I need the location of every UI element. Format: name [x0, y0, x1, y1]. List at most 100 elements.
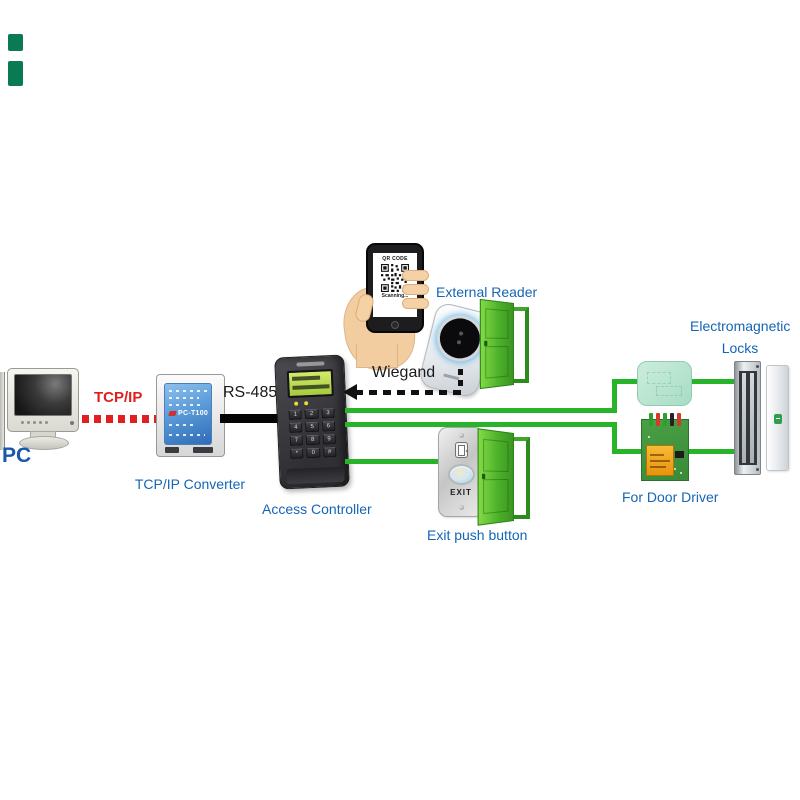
wiegand-arrowhead [343, 384, 357, 400]
controller-led [304, 401, 309, 406]
lcd-text-line [292, 384, 330, 390]
pcb-wire [663, 413, 667, 426]
door-panel [485, 346, 509, 379]
converter-led-row [169, 424, 195, 426]
relay [646, 445, 674, 476]
door-leaf [477, 428, 514, 526]
pcb-pad [680, 472, 682, 474]
keypad-key: 2 [304, 408, 319, 420]
access-controller-device: 1 2 3 4 5 6 7 8 9 * 0 # [274, 354, 350, 490]
exit-plate-text: EXIT [450, 488, 472, 497]
controller-led [294, 401, 299, 406]
lock-magnet-face [739, 371, 757, 465]
lock-interface-module [637, 361, 692, 406]
phone-home-button [391, 321, 399, 329]
reader-brand [443, 373, 460, 381]
pcb-wire [656, 413, 660, 426]
wire-jog-up [612, 379, 617, 413]
wire-controller-to-lock-top [345, 408, 615, 413]
external-reader-label: External Reader [436, 284, 538, 300]
reader-sensor-ring [435, 314, 485, 363]
door-panel [483, 438, 509, 472]
reader-led [458, 331, 464, 336]
pcb-wire [649, 413, 653, 426]
tcpip-dashed-line [82, 415, 156, 423]
monitor-screen [14, 374, 72, 416]
controller-lower-cover [286, 466, 345, 485]
wiegand-dashed-line-vertical [458, 369, 463, 391]
keypad-key: 0 [306, 447, 321, 459]
pcb-wire [670, 413, 674, 426]
pcb-component [675, 451, 684, 458]
qr-scanning-status: Scanning... [381, 293, 409, 299]
door-handle [481, 473, 486, 479]
controller-brand [296, 361, 325, 367]
exit-button-label: Exit push button [427, 527, 528, 543]
qr-screen-title: QR CODE [382, 256, 408, 262]
controller-lcd [286, 369, 334, 399]
tcpip-converter-device: PC-T100 [156, 374, 225, 457]
keypad-key: 3 [321, 408, 335, 419]
door-driver-pcb [641, 413, 689, 481]
electromagnetic-lock [734, 361, 761, 475]
finger [402, 298, 429, 309]
pcb-wire [677, 413, 681, 426]
rs485-cable [220, 414, 282, 423]
wire-teal-to-lock [691, 379, 735, 384]
exit-button-pad [448, 464, 475, 485]
finger [402, 270, 429, 281]
keypad-key: 6 [321, 420, 336, 432]
wire-controller-to-exit-button [345, 459, 440, 464]
screw [756, 468, 759, 471]
monitor-vents [21, 421, 48, 424]
wire-to-pcb [615, 449, 642, 454]
pcb-pad [674, 468, 676, 470]
em-locks-label-line1: Electromagnetic [690, 318, 791, 334]
converter-front-panel: PC-T100 [164, 383, 212, 445]
magnet-strip [750, 373, 754, 463]
door-panel [483, 479, 509, 515]
door-driver-label: For Door Driver [622, 489, 719, 505]
wiegand-dashed-line [355, 390, 462, 395]
screw [756, 365, 759, 368]
em-locks-label-line2: Locks [721, 340, 759, 356]
finger [402, 284, 429, 295]
pcb-pad [648, 436, 650, 438]
pc-monitor [7, 368, 79, 432]
armature-logo [774, 414, 782, 424]
module-trace [647, 372, 671, 384]
converter-logo-icon [168, 411, 177, 416]
module-trace [656, 386, 682, 396]
pc-label: PC [2, 444, 32, 467]
converter-model-text: PC-T100 [178, 410, 209, 417]
door-icon [455, 442, 468, 458]
keypad-key: 1 [288, 409, 303, 421]
armature-plate [766, 365, 789, 471]
controller-keypad: 1 2 3 4 5 6 7 8 9 * 0 # [288, 408, 337, 459]
wire-pcb-to-lock [688, 449, 735, 454]
converter-terminal [193, 447, 213, 453]
rs485-link-label: RS-485 [223, 384, 278, 401]
door-handle [484, 340, 488, 346]
converter-label: TCP/IP Converter [134, 476, 246, 492]
door-panel [485, 308, 509, 339]
lcd-text-line [292, 375, 321, 381]
keypad-key: # [322, 446, 337, 458]
monitor-power-led [70, 421, 74, 425]
green-mark-artifact [8, 34, 23, 51]
converter-terminal [165, 447, 179, 453]
magnet-strip [742, 373, 746, 463]
converter-led-row [169, 434, 205, 436]
screw [459, 505, 464, 510]
access-controller-label: Access Controller [262, 501, 372, 517]
keypad-key: 9 [322, 433, 336, 445]
converter-led-row [169, 390, 207, 392]
door-leaf [479, 298, 514, 390]
keypad-key: * [290, 448, 304, 459]
tcpip-link-label: TCP/IP [94, 389, 143, 406]
converter-led-row [169, 404, 203, 406]
wire-controller-to-driver [345, 422, 617, 427]
pc-tower-edge [0, 372, 5, 450]
wire-jog-down [612, 422, 617, 454]
keypad-key: 5 [305, 421, 320, 433]
